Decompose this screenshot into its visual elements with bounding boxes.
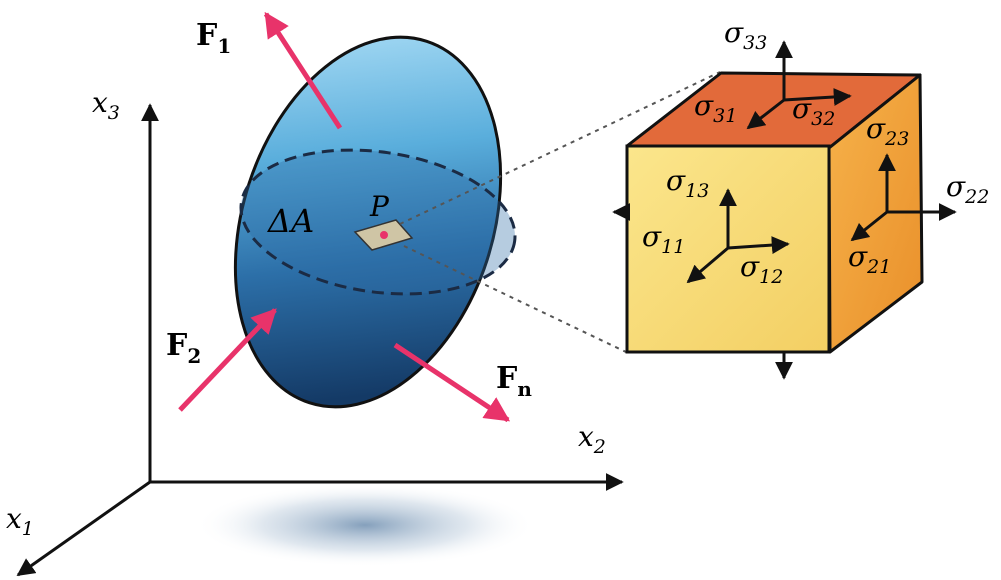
s31-label: σ31: [694, 89, 737, 127]
s11-arrow: [686, 246, 729, 284]
s32-arrow: [783, 87, 852, 106]
x2-label: x2: [578, 420, 606, 458]
s33-label: σ33: [724, 16, 767, 54]
deformable-body: [233, 35, 517, 409]
f2-arrow: [178, 308, 277, 412]
f1-arrow: [263, 11, 343, 130]
s31-arrow: [746, 98, 785, 130]
s21-label: σ21: [848, 240, 891, 278]
point-p-label: P: [369, 190, 390, 223]
stress-arrows: [612, 40, 957, 380]
section-plane: [239, 148, 517, 296]
area-label: ΔA: [266, 202, 314, 240]
x1-axis: [16, 480, 151, 577]
fn-label: Fn: [496, 361, 532, 401]
s12-label: σ12: [740, 250, 783, 288]
s12-arrow: [727, 236, 790, 255]
x1-label: x1: [6, 502, 34, 540]
s23-label: σ23: [866, 112, 909, 150]
x3-label: x3: [92, 86, 120, 124]
body-ellipsoid: [233, 35, 503, 409]
s22-label: σ22: [946, 170, 989, 208]
s32-label: σ32: [792, 92, 835, 130]
floor-shadow: [195, 483, 535, 567]
coordinate-axes: [16, 103, 624, 577]
force-arrows: [178, 11, 511, 423]
s13-label: σ13: [666, 164, 709, 202]
fn-arrow: [393, 342, 511, 423]
s11-label: σ11: [642, 220, 685, 258]
s21-arrow: [850, 210, 888, 242]
f1-label: F1: [196, 18, 231, 58]
f2-label: F2: [166, 328, 201, 368]
point-p-marker: [380, 231, 388, 239]
